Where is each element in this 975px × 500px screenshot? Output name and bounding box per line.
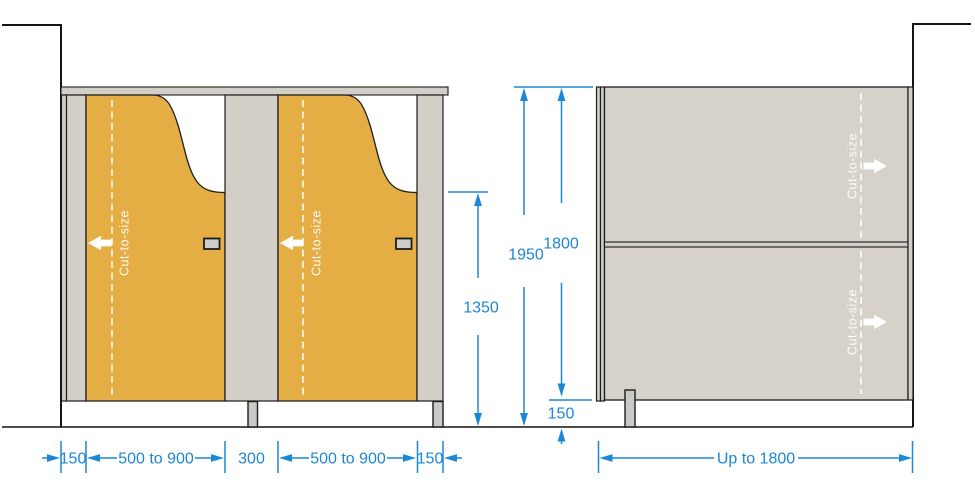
dim-arrow-floor-clearance	[557, 428, 566, 442]
pilaster-foot-center	[247, 400, 259, 428]
dim-arrow-door1-left	[87, 454, 100, 462]
cubicle-door-1	[85, 94, 226, 402]
panel-foot	[624, 389, 636, 428]
cut-to-size-label-panel-lower: Cut-to-size	[846, 289, 860, 355]
pilaster-center	[224, 94, 279, 402]
dim-arrow-panelrun-right	[899, 454, 912, 462]
cut-direction-arrow-door-1	[88, 235, 112, 251]
cubicle-door-2	[277, 94, 418, 402]
cut-to-size-label-panel-upper: Cut-to-size	[846, 133, 860, 199]
dim-label-1350: 1350	[463, 300, 499, 317]
dim-label-door2-width: 500 to 900	[310, 451, 386, 468]
dim-label-right-150: 150	[417, 451, 444, 468]
right-wall-outline	[912, 23, 971, 427]
dim-arrow-1800-bottom	[557, 383, 566, 397]
dim-label-left-150: 150	[60, 451, 87, 468]
wall-channel-left	[60, 94, 68, 402]
dim-arrow-1950-top	[520, 88, 528, 101]
dim-arrow-right-150	[444, 454, 457, 462]
dim-arrow-panelrun-left	[599, 454, 613, 462]
pilaster-foot-right	[432, 400, 444, 428]
dim-arrow-door2-left	[279, 454, 292, 462]
dim-arrow-door1-right	[211, 454, 224, 462]
dim-arrow-1950-bottom	[520, 413, 528, 426]
dim-label-panelrun: Up to 1800	[717, 451, 795, 468]
cut-direction-arrow-panel-upper	[863, 158, 887, 174]
dim-arrow-1350-top	[474, 193, 482, 206]
dim-arrow-1350-bottom	[474, 413, 482, 426]
pilaster-right	[416, 94, 444, 402]
cut-direction-arrow-door-2	[280, 235, 304, 251]
dim-arrow-left-150	[47, 454, 60, 462]
left-wall-outline	[2, 24, 62, 427]
panel-divider-rail	[603, 241, 909, 248]
dim-label-1950: 1950	[508, 247, 544, 264]
dim-label-1800: 1800	[543, 236, 579, 253]
cut-to-size-label-door-2: Cut-to-size	[310, 210, 324, 276]
pilaster-left	[65, 94, 87, 402]
cut-direction-arrow-panel-lower	[863, 314, 887, 330]
headrail	[60, 86, 449, 96]
door-lock-2	[395, 237, 413, 250]
dim-arrow-door2-right	[403, 454, 416, 462]
wall-channel-right	[907, 86, 914, 401]
dim-label-floor-clearance: 150	[548, 406, 575, 423]
cut-to-size-label-door-1: Cut-to-size	[118, 210, 132, 276]
dim-label-door1-width: 500 to 900	[118, 451, 194, 468]
door-lock-1	[203, 237, 221, 250]
dim-label-center-300: 300	[238, 451, 265, 468]
dim-arrow-1800-top	[557, 88, 566, 101]
